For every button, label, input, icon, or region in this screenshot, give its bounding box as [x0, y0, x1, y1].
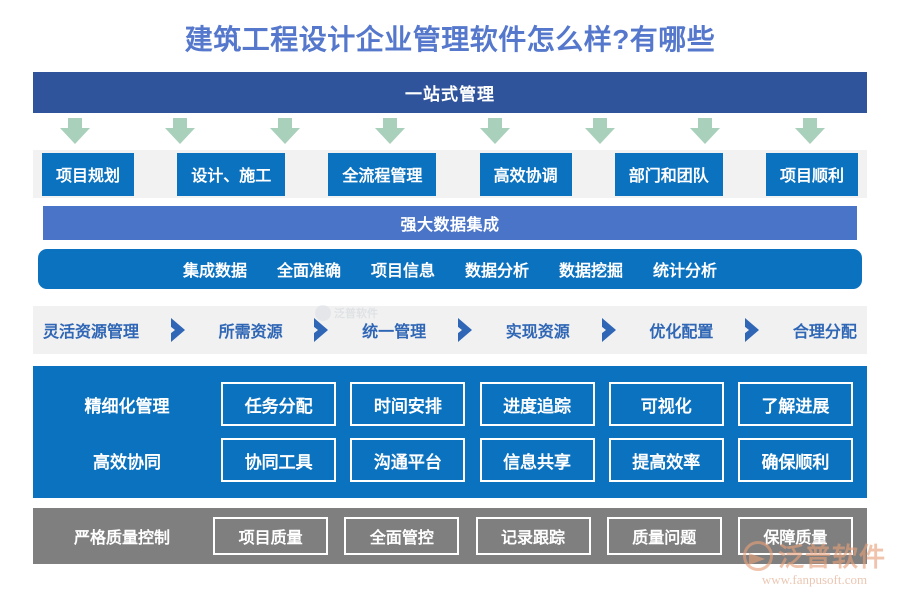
arrow-down-icon	[585, 118, 615, 144]
page-title: 建筑工程设计企业管理软件怎么样?有哪些	[184, 24, 716, 55]
grid-cell[interactable]: 协同工具	[221, 438, 337, 482]
arrow-strip	[33, 116, 867, 148]
quality-cell[interactable]: 全面管控	[344, 517, 460, 555]
quality-control-row: 严格质量控制 项目质量全面管控记录跟踪质量问题保障质量	[33, 508, 867, 564]
data-tag[interactable]: 数据挖掘	[559, 263, 624, 280]
data-tag[interactable]: 集成数据	[182, 263, 247, 280]
flow-step[interactable]: 实现资源	[505, 324, 570, 341]
arrow-down-icon	[165, 118, 195, 144]
banner-sub-label: 强大数据集成	[400, 217, 500, 234]
quality-cell[interactable]: 项目质量	[213, 517, 329, 555]
chevron-right-icon	[309, 315, 331, 345]
management-grid-panel: 精细化管理 任务分配时间安排进度追踪可视化了解进展高效协同 协同工具沟通平台信息共享…	[33, 366, 867, 498]
data-tag[interactable]: 项目信息	[370, 263, 435, 280]
chevron-right-icon	[740, 315, 762, 345]
data-tag[interactable]: 全面准确	[276, 263, 341, 280]
arrow-down-icon	[795, 118, 825, 144]
grid-cell[interactable]: 任务分配	[221, 382, 337, 426]
quality-cell[interactable]: 质量问题	[606, 517, 722, 555]
grid-cell[interactable]: 提高效率	[608, 438, 724, 482]
capability-box[interactable]: 设计、施工	[177, 152, 286, 196]
brand-url: www.fanpusoft.com	[761, 572, 868, 587]
grid-cell[interactable]: 了解进展	[737, 382, 853, 426]
flow-step[interactable]: 合理分配	[792, 324, 857, 341]
flow-step[interactable]: 灵活资源管理	[43, 324, 140, 341]
capability-box[interactable]: 高效协调	[479, 152, 572, 196]
flow-step[interactable]: 优化配置	[649, 324, 714, 341]
arrow-down-icon	[270, 118, 300, 144]
arrow-down-icon	[375, 118, 405, 144]
flow-step[interactable]: 统一管理	[362, 324, 427, 341]
chevron-right-icon	[165, 315, 188, 345]
data-tag[interactable]: 数据分析	[465, 263, 530, 280]
grid-row: 精细化管理 任务分配时间安排进度追踪可视化了解进展	[47, 381, 853, 427]
banner-data-integration: 强大数据集成	[43, 206, 857, 240]
grid-row: 高效协同 协同工具沟通平台信息共享提高效率确保顺利	[47, 437, 853, 483]
grid-cell[interactable]: 信息共享	[479, 438, 595, 482]
capability-box-row: 项目规划设计、施工全流程管理高效协调部门和团队项目顺利	[33, 150, 867, 198]
capability-box[interactable]: 全流程管理	[328, 152, 437, 196]
data-tag[interactable]: 统计分析	[653, 263, 718, 280]
grid-cell[interactable]: 可视化	[608, 382, 724, 426]
capability-box[interactable]: 项目顺利	[765, 152, 858, 196]
arrow-down-icon	[690, 118, 720, 144]
resource-flow-row: 灵活资源管理 所需资源 统一管理 实现资源 优化配置 合理分配	[33, 306, 867, 354]
quality-cell[interactable]: 记录跟踪	[475, 517, 591, 555]
data-tag-bar: 集成数据 全面准确 项目信息 数据分析 数据挖掘 统计分析	[38, 249, 862, 289]
grid-row-label: 高效协同	[93, 452, 161, 472]
chevron-right-icon	[452, 315, 475, 345]
quality-cell[interactable]: 保障质量	[737, 517, 853, 555]
banner-one-stop-management: 一站式管理	[33, 72, 867, 113]
capability-box[interactable]: 部门和团队	[614, 152, 723, 196]
grid-cell[interactable]: 确保顺利	[737, 438, 853, 482]
grid-cell[interactable]: 沟通平台	[350, 438, 466, 482]
grid-cell[interactable]: 时间安排	[350, 382, 466, 426]
arrow-down-icon	[480, 118, 510, 144]
grid-cell[interactable]: 进度追踪	[479, 382, 595, 426]
capability-box[interactable]: 项目规划	[42, 152, 135, 196]
banner-top-label: 一站式管理	[405, 85, 495, 104]
chevron-right-icon	[596, 315, 619, 345]
flow-step[interactable]: 所需资源	[218, 324, 283, 341]
grid-row-label: 精细化管理	[84, 396, 170, 416]
quality-row-label: 严格质量控制	[73, 530, 170, 547]
arrow-down-icon	[60, 118, 90, 144]
